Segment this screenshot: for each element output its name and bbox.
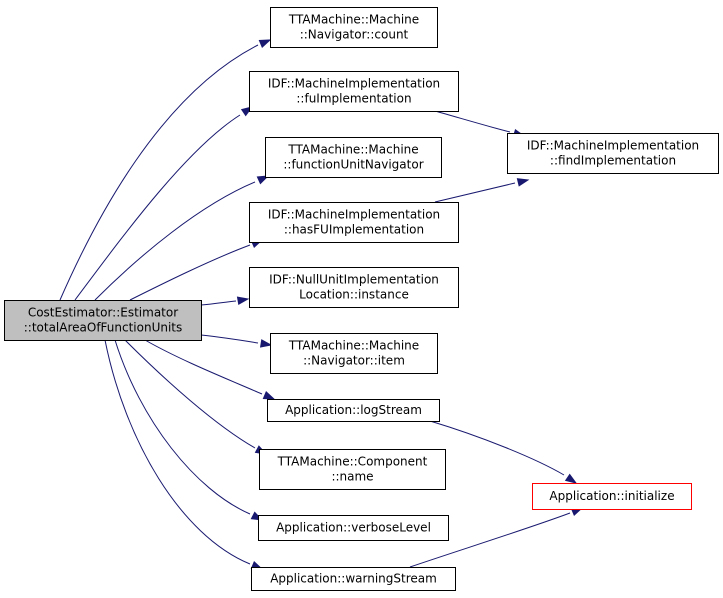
node-log-stream[interactable]: Application::logStream	[267, 399, 440, 422]
arrowhead-icon	[258, 39, 272, 49]
call-edge-root-to-nav_count	[59, 39, 272, 301]
edge-line	[59, 44, 259, 301]
node-box	[267, 399, 440, 422]
call-edge-has_fu-to-find_impl	[434, 178, 530, 203]
call-edge-root-to-verbose	[114, 339, 264, 521]
edge-line	[129, 244, 251, 301]
node-null-unit[interactable]: IDF::NullUnitImplementationLocation::ins…	[249, 267, 459, 308]
node-label-line: ::Navigator::count	[300, 28, 409, 42]
edge-line	[200, 334, 259, 344]
node-label-line: ::totalAreaOfFunctionUnits	[24, 321, 183, 335]
node-verbose[interactable]: Application::verboseLevel	[258, 515, 449, 541]
node-label-line: IDF::MachineImplementation	[268, 208, 440, 222]
call-edge-root-to-fu_impl	[74, 106, 254, 301]
node-label-line: IDF::MachineImplementation	[527, 139, 699, 153]
edge-line	[429, 420, 565, 476]
node-label-line: ::Navigator::item	[303, 354, 405, 368]
node-label-line: IDF::MachineImplementation	[268, 77, 440, 91]
arrowhead-icon	[236, 296, 250, 305]
node-label-line: IDF::NullUnitImplementation	[269, 273, 439, 287]
call-edge-root-to-warning	[104, 339, 264, 570]
node-label-line: TTAMachine::Machine	[288, 339, 419, 353]
node-label-line: ::fuImplementation	[296, 92, 411, 106]
node-label-line: ::name	[331, 470, 373, 484]
edge-line	[434, 110, 511, 133]
node-box	[258, 515, 449, 541]
node-label-line: Application::verboseLevel	[276, 521, 431, 535]
call-edge-root-to-has_fu	[129, 239, 264, 301]
call-edge-root-to-log_stream	[144, 339, 276, 400]
node-label-line: ::hasFUImplementation	[284, 223, 424, 237]
node-nav-item[interactable]: TTAMachine::Machine::Navigator::item	[270, 333, 438, 374]
node-label-line: TTAMachine::Component	[277, 455, 428, 469]
edge-line	[94, 181, 256, 301]
node-comp-name[interactable]: TTAMachine::Component::name	[259, 449, 446, 490]
node-label-line: CostEstimator::Estimator	[28, 306, 178, 320]
call-edge-fu_impl-to-find_impl	[434, 110, 526, 138]
node-label-line: TTAMachine::Machine	[288, 13, 419, 27]
node-nav-count[interactable]: TTAMachine::Machine::Navigator::count	[270, 7, 438, 48]
node-box	[259, 449, 446, 490]
node-box	[4, 300, 202, 341]
call-edge-root-to-fu_nav	[94, 175, 270, 301]
call-edge-log_stream-to-initialize	[429, 420, 578, 484]
node-box	[249, 267, 459, 308]
call-edge-root-to-nav_item	[200, 334, 273, 348]
node-fu-nav[interactable]: TTAMachine::Machine::functionUnitNavigat…	[265, 137, 442, 178]
node-label-line: ::findImplementation	[550, 154, 676, 168]
arrowhead-icon	[259, 339, 273, 348]
call-edge-root-to-comp_name	[124, 339, 268, 455]
node-box	[270, 333, 438, 374]
node-root[interactable]: CostEstimator::Estimator::totalAreaOfFun…	[4, 300, 202, 341]
node-box	[507, 133, 719, 174]
edge-line	[114, 339, 251, 515]
node-label-line: ::functionUnitNavigator	[283, 158, 423, 172]
node-label-line: Location::instance	[299, 288, 409, 302]
edge-line	[124, 339, 256, 449]
node-label-line: Application::initialize	[549, 489, 674, 503]
node-find-impl[interactable]: IDF::MachineImplementation::findImplemen…	[507, 133, 719, 174]
node-has-fu[interactable]: IDF::MachineImplementation::hasFUImpleme…	[249, 202, 459, 243]
edge-line	[104, 339, 251, 565]
node-box	[249, 71, 459, 112]
node-fu-impl[interactable]: IDF::MachineImplementation::fuImplementa…	[249, 71, 459, 112]
node-box	[249, 202, 459, 243]
node-warning[interactable]: Application::warningStream	[251, 567, 456, 591]
edge-line	[200, 300, 237, 306]
edge-line	[144, 339, 263, 395]
node-box	[251, 567, 456, 591]
arrowhead-icon	[516, 178, 530, 187]
function-nodes: CostEstimator::Estimator::totalAreaOfFun…	[4, 7, 719, 591]
node-label-line: Application::logStream	[285, 403, 422, 417]
node-box	[265, 137, 442, 178]
node-initialize[interactable]: Application::initialize	[532, 483, 692, 510]
edge-line	[409, 512, 571, 568]
node-box	[532, 483, 692, 510]
node-label-line: Application::warningStream	[270, 572, 437, 586]
edge-line	[434, 182, 516, 203]
node-label-line: TTAMachine::Machine	[287, 143, 418, 157]
arrowhead-icon	[262, 390, 276, 400]
edge-line	[74, 114, 241, 301]
arrowhead-icon	[564, 473, 578, 484]
node-box	[270, 7, 438, 48]
call-edge-root-to-null_unit	[200, 296, 250, 306]
